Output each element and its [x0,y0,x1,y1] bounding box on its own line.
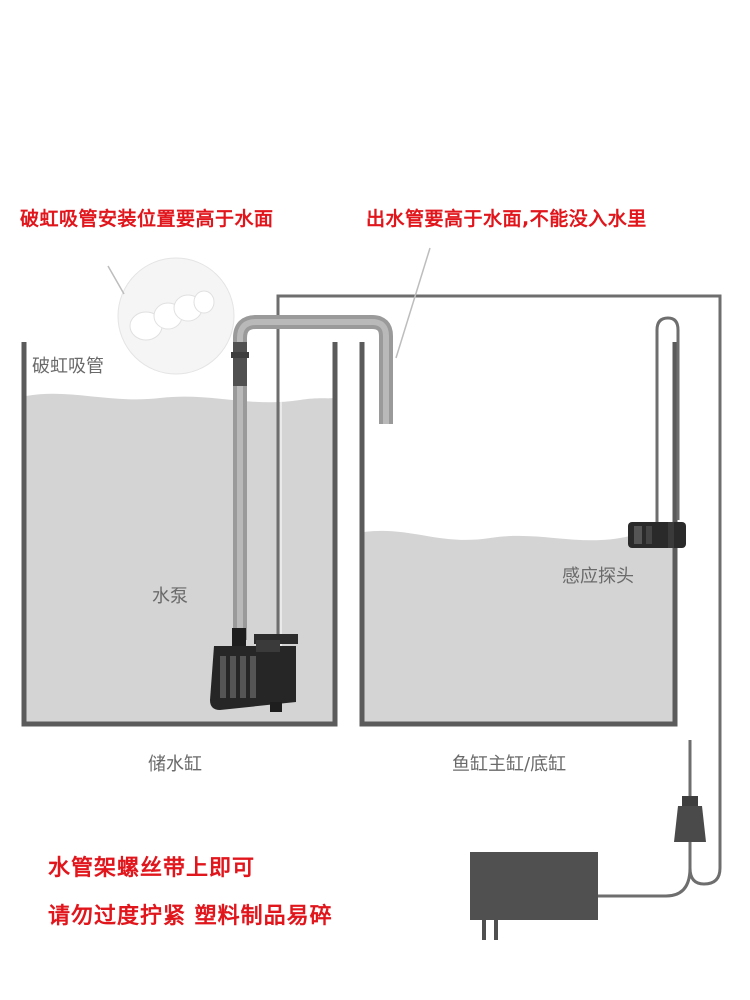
caution-note: 请勿过度拧紧 塑料制品易碎 [48,904,333,929]
outlet-note: 出水管要高于水面,不能没入水里 [366,208,647,230]
siphon-return-pipe-hl [237,319,389,640]
power-adapter [470,852,598,940]
reservoir-tank-walls [21,342,338,727]
sensor-cable-down [598,800,692,898]
sensor-probe [628,522,686,548]
siphon-pipe-label: 破虹吸管 [32,356,104,377]
main-tank-label: 鱼缸主缸/底缸 [452,754,567,775]
siphon-breaker-part [129,290,215,341]
bracket-note: 水管架螺丝带上即可 [48,856,256,881]
outlet-pointer-line [395,247,431,359]
pump [210,628,298,712]
reservoir-label: 储水缸 [148,754,202,775]
pipe-connector-ring [231,352,249,358]
outlet-hose-inner [280,298,717,690]
pipe-connector [233,342,247,386]
siphon-pointer-line [107,265,125,295]
sensor-cable [655,316,680,532]
sensor-label: 感应探头 [562,566,634,587]
pump-label: 水泵 [152,586,188,607]
main-tank-water [364,530,673,722]
cable-controller [674,796,706,842]
siphon-note: 破虹吸管安装位置要高于水面 [20,208,274,230]
outlet-hose [276,294,722,886]
